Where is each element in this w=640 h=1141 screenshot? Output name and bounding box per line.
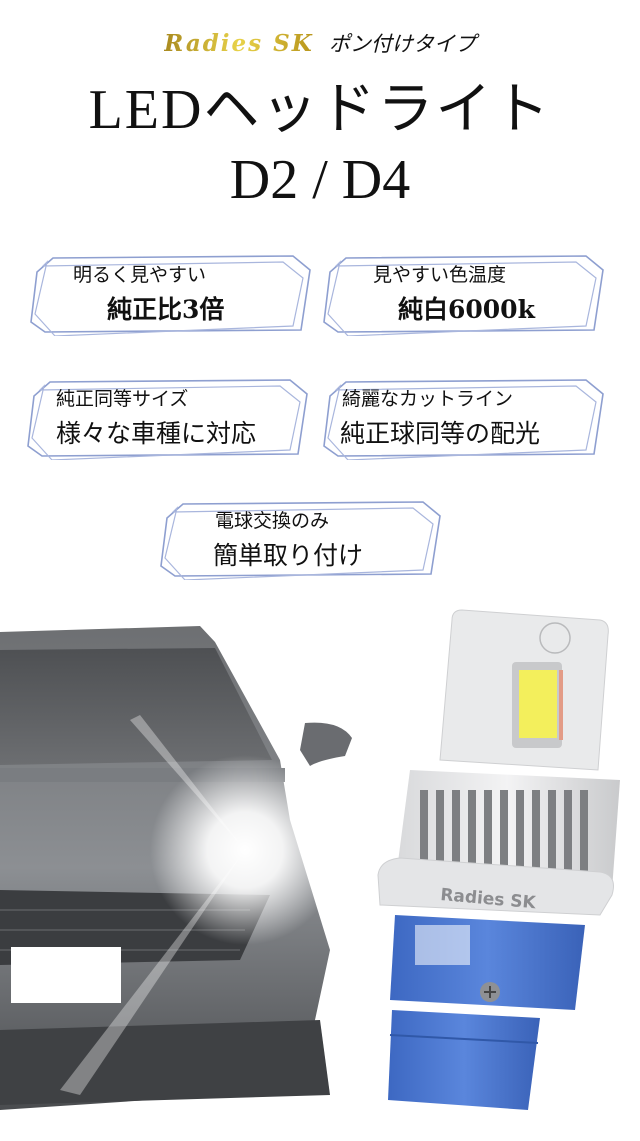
feature-line1: 明るく見やすい <box>73 264 207 286</box>
feature-badge-brightness: 明るく見やすい 純正比3倍 <box>25 252 315 336</box>
feature-line2: 純正比3倍 <box>107 295 225 324</box>
feature-line2: 様々な車種に対応 <box>56 419 257 448</box>
feature-badge-cutline: 綺麗なカットライン 純正球同等の配光 <box>318 376 608 460</box>
feature-line2: 純正球同等の配光 <box>340 419 541 448</box>
product-hero-image: Radies SK <box>0 590 640 1137</box>
feature-badge-color-temp: 見やすい色温度 純白6000k <box>318 252 608 336</box>
feature-badge-install: 電球交換のみ 簡単取り付け <box>155 498 445 580</box>
badge-frame-icon <box>323 255 604 336</box>
brand-line: Radies SK ポン付けタイプ <box>0 26 640 62</box>
badge-frame-icon <box>323 379 604 460</box>
feature-line1: 純正同等サイズ <box>56 388 189 410</box>
badge-frame-icon <box>30 255 311 336</box>
car-headlight-illustration: Radies SK <box>0 590 640 1137</box>
feature-badge-size: 純正同等サイズ 様々な車種に対応 <box>22 376 312 460</box>
badge-frame-icon <box>27 379 308 460</box>
brand-logo: Radies SK <box>164 30 314 57</box>
feature-line1: 見やすい色温度 <box>373 264 507 286</box>
feature-line2: 簡単取り付け <box>213 541 364 570</box>
feature-line1: 綺麗なカットライン <box>342 388 514 410</box>
brand-subtitle: ポン付けタイプ <box>328 32 476 56</box>
badge-frame-icon <box>160 501 441 580</box>
feature-line2: 純白6000k <box>398 295 535 324</box>
feature-line1: 電球交換のみ <box>215 510 330 532</box>
page-title: LEDヘッドライト <box>88 79 552 141</box>
page-subtitle-models: D2 / D4 <box>229 149 411 211</box>
led-bulb: Radies SK <box>377 609 620 1110</box>
